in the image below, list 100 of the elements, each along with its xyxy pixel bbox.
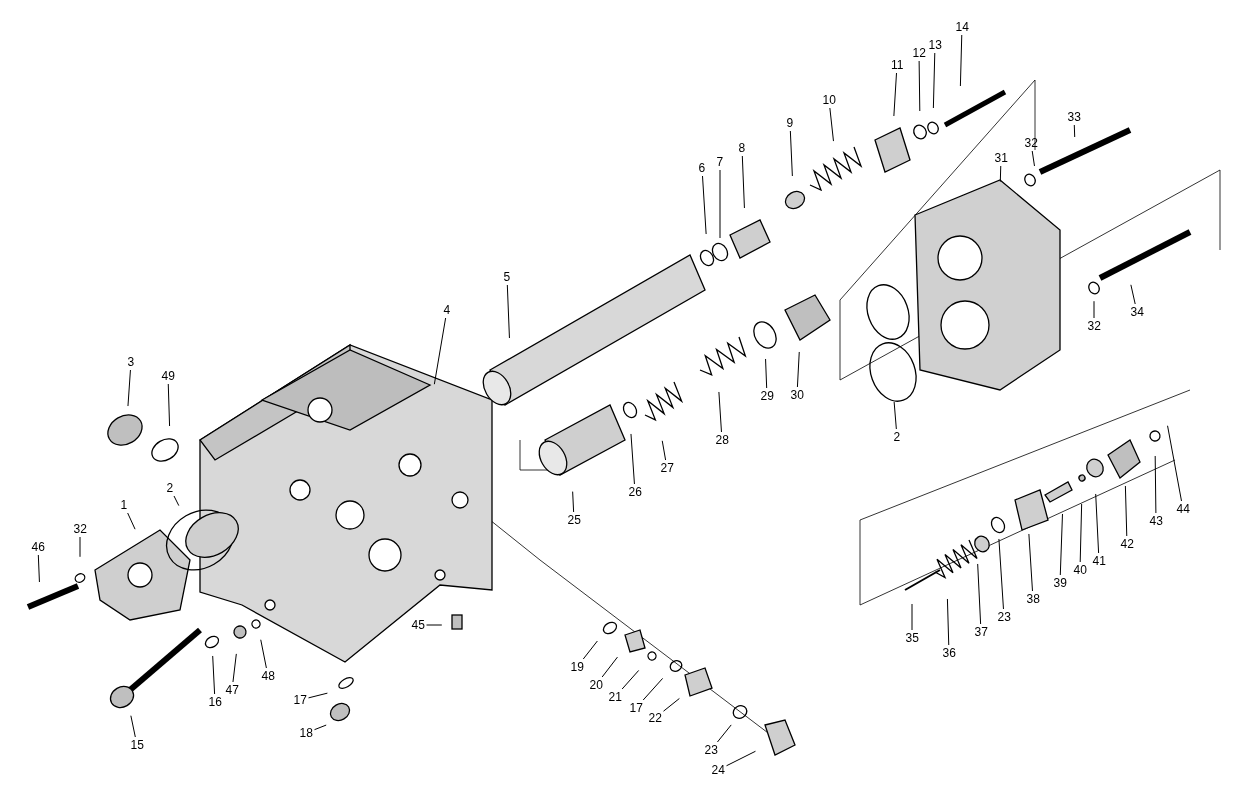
callout-number: 2 (165, 481, 175, 495)
leader-line (716, 724, 732, 743)
callout-number: 32 (72, 522, 88, 536)
leader-line (829, 107, 834, 142)
leader-line (719, 169, 721, 239)
leader-line (642, 677, 664, 701)
leader-line (582, 640, 598, 660)
leader-line (630, 433, 635, 485)
leader-line (789, 130, 793, 177)
leader-line (661, 440, 667, 461)
callout-number: 48 (260, 669, 276, 683)
callout-number: 19 (569, 660, 585, 674)
callout-number: 41 (1091, 554, 1107, 568)
callout-number: 3 (126, 355, 136, 369)
callout-number: 2 (892, 430, 902, 444)
callout-number: 4 (442, 303, 452, 317)
leader-line (601, 656, 618, 678)
callout-number: 27 (659, 461, 675, 475)
callout-number: 42 (1119, 537, 1135, 551)
callout-number: 10 (821, 93, 837, 107)
callout-number: 8 (737, 141, 747, 155)
leader-line (726, 750, 756, 767)
leader-line (932, 52, 936, 109)
callout-number: 45 (410, 618, 426, 632)
leader-line (1093, 300, 1095, 319)
callout-number: 13 (927, 38, 943, 52)
callout-number: 15 (129, 738, 145, 752)
leader-line (796, 351, 800, 388)
callout-number: 6 (697, 161, 707, 175)
leader-line (127, 512, 136, 530)
callout-number: 18 (298, 726, 314, 740)
callout-number: 24 (710, 763, 726, 777)
leader-line (1167, 425, 1182, 502)
callout-number: 17 (628, 701, 644, 715)
callout-number: 29 (759, 389, 775, 403)
callout-number: 23 (996, 610, 1012, 624)
leader-line (167, 383, 171, 427)
callout-number: 22 (647, 711, 663, 725)
callout-number: 40 (1072, 563, 1088, 577)
leader-line (718, 391, 722, 433)
leader-line (918, 60, 921, 112)
callout-number: 37 (973, 625, 989, 639)
callout-number: 23 (703, 743, 719, 757)
leader-line (1059, 513, 1063, 576)
callout-number: 36 (941, 646, 957, 660)
callout-number: 32 (1023, 136, 1039, 150)
leader-line (911, 603, 913, 631)
callout-number: 28 (714, 433, 730, 447)
leader-line (893, 401, 897, 430)
callout-number: 47 (224, 683, 240, 697)
leader-line (173, 495, 180, 507)
callout-number: 46 (30, 540, 46, 554)
leader-line (433, 317, 447, 385)
callout-number: 17 (292, 693, 308, 707)
callout-number: 20 (588, 678, 604, 692)
callout-number: 35 (904, 631, 920, 645)
leader-line (314, 724, 327, 731)
leader-line (946, 598, 950, 646)
callout-number: 26 (627, 485, 643, 499)
leader-line (506, 284, 510, 339)
callout-number: 39 (1052, 576, 1068, 590)
callout-number: 33 (1066, 110, 1082, 124)
leader-line (977, 563, 982, 625)
leader-line (999, 165, 1002, 183)
leader-line (621, 669, 640, 690)
leader-line (1079, 503, 1083, 563)
callout-number: 32 (1086, 319, 1102, 333)
leader-line (1095, 493, 1100, 554)
leader-line (741, 155, 745, 209)
leader-line (1031, 150, 1035, 167)
callout-number: 16 (207, 695, 223, 709)
leader-line (959, 34, 963, 87)
leader-line (1124, 485, 1128, 537)
callout-number: 43 (1148, 514, 1164, 528)
callout-number: 14 (954, 20, 970, 34)
callout-number: 49 (160, 369, 176, 383)
leader-line (1130, 284, 1136, 305)
callout-number: 9 (785, 116, 795, 130)
callout-number: 7 (715, 155, 725, 169)
leader-line (572, 491, 575, 513)
callout-number: 25 (566, 513, 582, 527)
leader-line (130, 715, 136, 738)
callout-number: 38 (1025, 592, 1041, 606)
callout-number: 12 (911, 46, 927, 60)
leader-line (308, 692, 328, 699)
leader-line (998, 538, 1004, 610)
callout-number: 11 (890, 58, 905, 72)
leader-line (79, 536, 81, 558)
leader-line (212, 655, 216, 695)
leader-line (426, 624, 443, 626)
leader-line (663, 698, 680, 712)
leader-line (1154, 455, 1157, 514)
leader-line (893, 72, 897, 117)
leader-line (232, 653, 237, 683)
callout-number: 21 (607, 690, 623, 704)
leader-line (1028, 533, 1033, 592)
leader-line (1073, 124, 1076, 138)
leader-line (127, 369, 131, 407)
leader-line (260, 639, 267, 669)
leader-line (702, 175, 707, 235)
